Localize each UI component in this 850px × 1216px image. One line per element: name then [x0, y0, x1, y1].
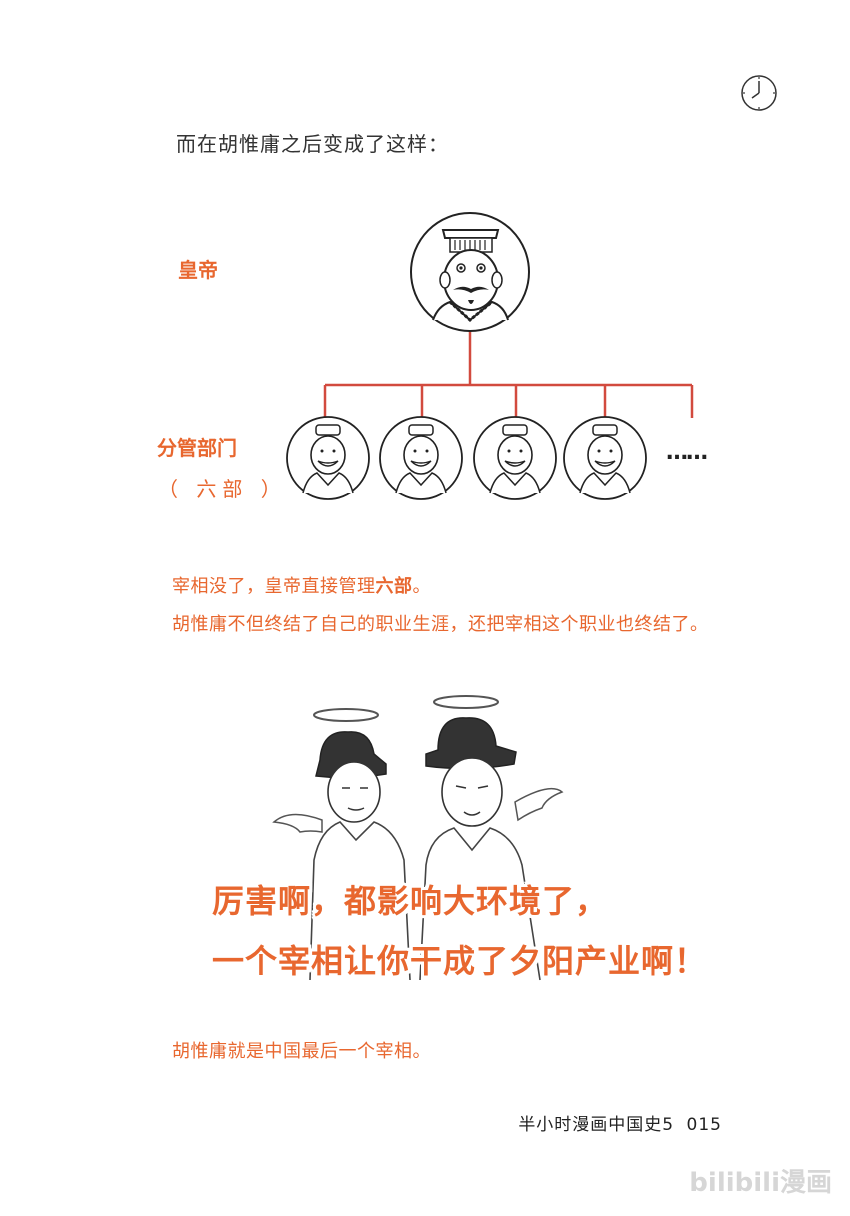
watermark: bilibili漫画 — [689, 1168, 832, 1198]
quote-line-1: 厉害啊，都影响大环境了， — [212, 882, 609, 920]
paragraph-2: 胡惟庸不但终结了自己的职业生涯，还把宰相这个职业也终结了。 — [172, 614, 709, 635]
closing-text: 胡惟庸就是中国最后一个宰相。 — [172, 1041, 431, 1062]
ministry-sub-label: （ 六部 ） — [158, 477, 287, 501]
angel-officials-illustration — [272, 695, 564, 981]
paragraph-1-prefix: 宰相没了，皇帝直接管理 — [172, 576, 376, 597]
ellipsis: …… — [666, 440, 708, 465]
intro-text: 而在胡惟庸之后变成了这样： — [176, 132, 449, 156]
paragraph-1-bold: 六部 — [375, 576, 413, 597]
quote-line-2: 一个宰相让你干成了夕阳产业啊！ — [212, 942, 708, 980]
official-portrait-4 — [563, 416, 647, 500]
paragraph-1-suffix: 。 — [412, 576, 431, 597]
page-number: 015 — [686, 1115, 722, 1135]
paragraph-1: 宰相没了，皇帝直接管理六部。 — [172, 572, 431, 598]
book-title: 半小时漫画中国史5 — [518, 1115, 675, 1135]
official-portrait-2 — [379, 416, 463, 500]
ministry-label: 分管部门 — [157, 436, 237, 460]
org-chart-lines — [323, 330, 694, 418]
clock-icon — [741, 75, 777, 111]
official-portrait-1 — [286, 416, 370, 500]
official-portrait-3 — [473, 416, 557, 500]
emperor-label: 皇帝 — [178, 258, 218, 282]
page-footer: 半小时漫画中国史5 015 — [518, 1110, 722, 1135]
emperor-portrait — [410, 212, 530, 332]
